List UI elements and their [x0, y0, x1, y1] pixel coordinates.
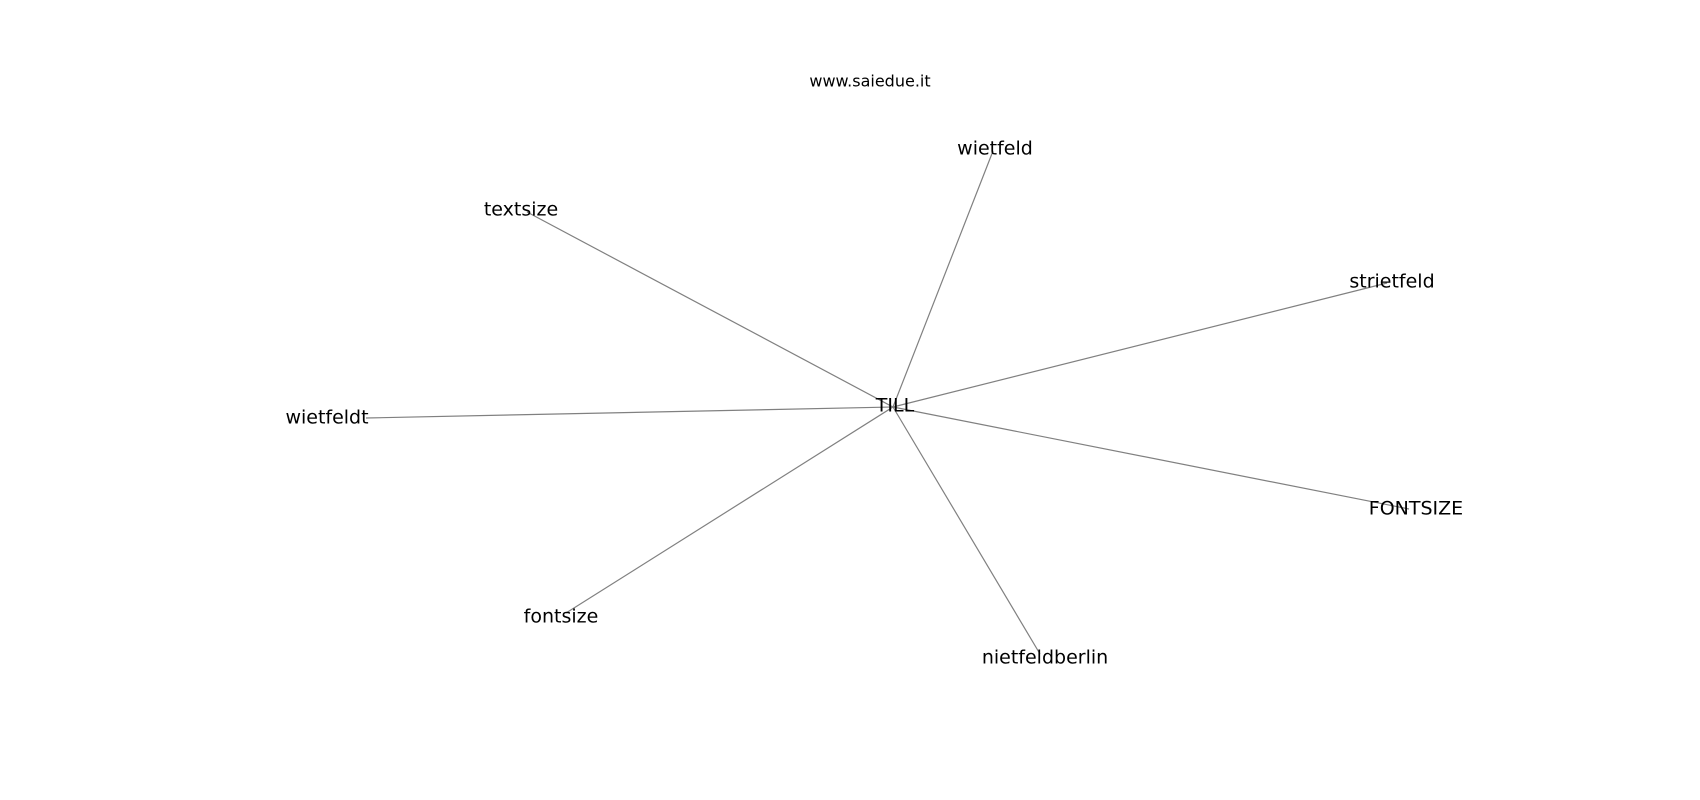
edge-till-fontsize-upper	[892, 406, 1410, 510]
site-title: www.saiedue.it	[809, 72, 930, 91]
edge-till-wietfeld	[892, 150, 994, 408]
edge-till-wietfeldt	[365, 406, 894, 419]
edge-till-textsize	[526, 211, 894, 408]
edges	[365, 150, 1410, 655]
node-label-till: TILL	[875, 395, 915, 417]
nodes: TILL wietfeld textsize strietfeld wietfeldtF…	[285, 138, 1463, 669]
edge-till-nietfeldberlin	[892, 406, 1041, 655]
node-label-wietfeldt: wietfeldt	[285, 407, 368, 429]
edge-till-fontsize	[565, 406, 894, 614]
node-label-wietfeld: wietfeld	[957, 138, 1033, 160]
node-label-textsize: textsize	[484, 199, 558, 221]
edge-till-strietfeld	[892, 282, 1388, 408]
node-label-fontsize: fontsize	[524, 606, 599, 628]
node-label-strietfeld: strietfeld	[1349, 271, 1434, 293]
node-label-nietfeldberlin: nietfeldberlin	[982, 647, 1108, 669]
node-label-fontsize-upper: FONTSIZE	[1369, 498, 1463, 520]
